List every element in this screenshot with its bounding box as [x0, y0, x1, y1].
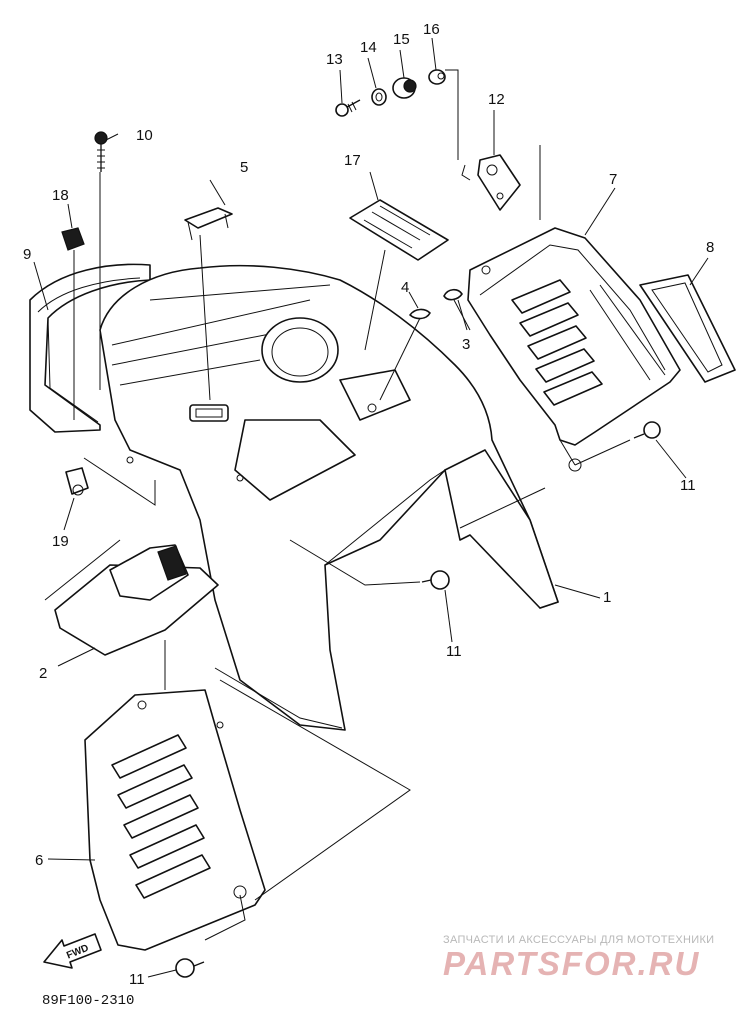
- part-9-side-cover: [29, 263, 151, 433]
- part-19-fastener: [65, 467, 89, 496]
- part-7-vents: [511, 279, 666, 406]
- callout-6: 6: [35, 852, 43, 869]
- part-15-grommet: [392, 77, 417, 99]
- part-5-clip: [184, 207, 233, 241]
- fwd-direction-arrow: FWD: [43, 933, 102, 969]
- callouts: 1 2 3 4 5 6 7 8 9 10 11 11 11 12 13 14 1…: [23, 21, 714, 988]
- part-6-lower-panel: [84, 689, 266, 951]
- watermark-tagline: ЗАПЧАСТИ И АКСЕССУАРЫ ДЛЯ МОТОТЕХНИКИ: [443, 934, 714, 946]
- part-8-trim-strip: [639, 274, 736, 383]
- part-3-clip: [443, 288, 463, 301]
- callout-14: 14: [360, 39, 377, 56]
- part-10-bolt: [94, 131, 108, 172]
- callout-17: 17: [344, 152, 361, 169]
- part-16-collar: [428, 69, 446, 85]
- callout-7: 7: [609, 171, 617, 188]
- callout-19: 19: [52, 533, 69, 550]
- part-13-bolt: [335, 99, 361, 117]
- part-2-lid: [54, 544, 219, 656]
- screw-center: [421, 570, 450, 590]
- diagram-code: 89F100-2310: [42, 993, 134, 1009]
- callout-4: 4: [401, 279, 409, 296]
- screw-upper-right: [633, 421, 661, 439]
- callout-15: 15: [393, 31, 410, 48]
- part-11-screws: [175, 421, 661, 978]
- callout-5: 5: [240, 159, 248, 176]
- callout-18: 18: [52, 187, 69, 204]
- part-18-cap: [61, 227, 85, 251]
- screw-lower: [175, 958, 205, 978]
- callout-10: 10: [136, 127, 153, 144]
- callout-11-center: 11: [446, 643, 462, 660]
- part-1-main-cowling: [99, 264, 559, 731]
- part-4-grommet: [409, 308, 431, 320]
- callout-13: 13: [326, 51, 343, 68]
- callout-2: 2: [39, 665, 47, 682]
- callout-9: 9: [23, 246, 31, 263]
- callout-16: 16: [423, 21, 440, 38]
- part-14-washer: [371, 88, 387, 106]
- part-12-bracket: [477, 154, 521, 211]
- part-7-side-panel: [467, 227, 681, 472]
- part-17-pad: [349, 199, 449, 261]
- part-6-vents: [111, 734, 211, 899]
- callout-1: 1: [603, 589, 611, 606]
- callout-11-upper-right: 11: [680, 477, 696, 494]
- watermark: ЗАПЧАСТИ И АКСЕССУАРЫ ДЛЯ МОТОТЕХНИКИ PA…: [443, 934, 714, 982]
- callout-8: 8: [706, 239, 714, 256]
- leader-lines: [33, 37, 709, 978]
- callout-11-lower: 11: [129, 971, 145, 988]
- callout-3: 3: [462, 336, 470, 353]
- callout-12: 12: [488, 91, 505, 108]
- watermark-brand: PARTSFOR.RU: [443, 945, 700, 982]
